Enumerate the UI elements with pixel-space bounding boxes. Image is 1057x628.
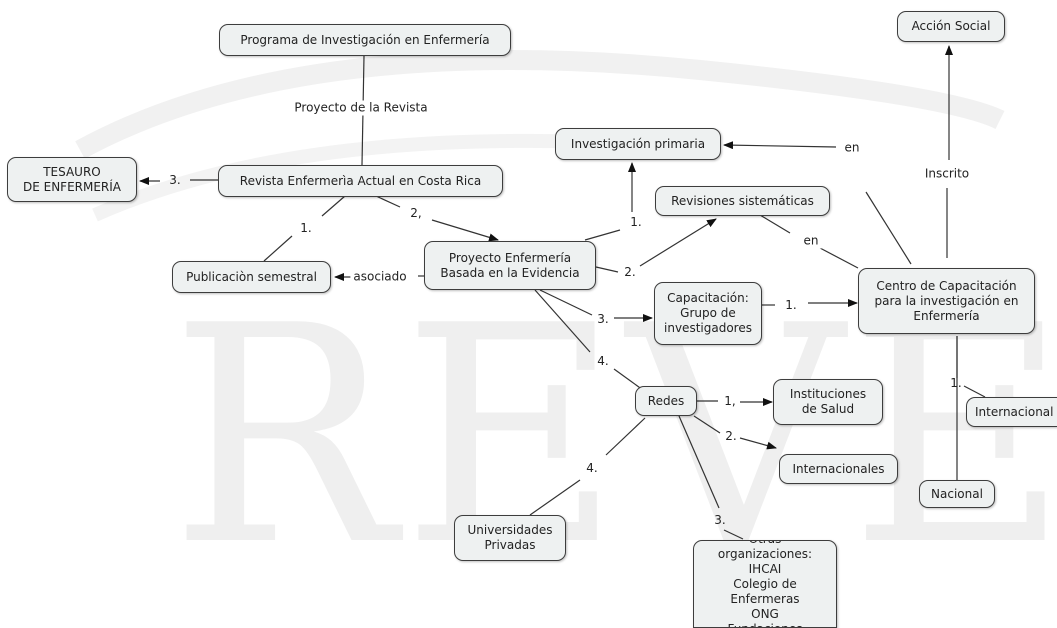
- label-en-revisiones: en: [800, 233, 822, 249]
- link-centro-primaria-a: [865, 191, 912, 265]
- link-label-proy-primaria: 1.: [630, 215, 642, 229]
- link-label-rev-publicacion: 1.: [300, 221, 312, 235]
- link-label-rev-tesauro: 3.: [169, 173, 181, 187]
- link-label-proy-capacitacion: 3.: [597, 312, 609, 326]
- node-universidades[interactable]: Universidades Privadas: [454, 515, 566, 561]
- link-centro-rev-a: [819, 247, 859, 269]
- node-revisiones[interactable]: Revisiones sistemáticas: [655, 186, 830, 216]
- link-redes-otras-b: [723, 529, 744, 540]
- link-revista-pub-b: [263, 235, 293, 262]
- node-capacitacion[interactable]: Capacitación: Grupo de investigadores: [654, 282, 762, 345]
- link-label-rev-proyecto: 2,: [410, 206, 422, 220]
- link-redes-intl-a: [693, 415, 721, 434]
- link-redes-otras-a: [678, 415, 720, 509]
- link-label-redes-instituciones: 1,: [724, 394, 736, 408]
- link-redes-intl-b: [739, 437, 777, 450]
- node-programa[interactable]: Programa de Investigación en Enfermería: [219, 24, 511, 56]
- link-revista-proy-a: [375, 195, 401, 208]
- node-otras-organizaciones[interactable]: Otras organizaciones: IHCAI Colegio de E…: [693, 540, 837, 628]
- link-label-proy-redes: 4.: [597, 354, 609, 368]
- link-label-redes-otras: 3.: [714, 513, 726, 527]
- node-centro[interactable]: Centro de Capacitación para la investiga…: [858, 268, 1035, 334]
- label-inscrito: Inscrito: [921, 166, 973, 182]
- link-revista-proy-b: [431, 219, 499, 242]
- label-proyecto-revista: Proyecto de la Revista: [291, 100, 431, 116]
- node-publicacion[interactable]: Publicaciòn semestral: [172, 261, 331, 293]
- link-label-redes-universidades: 4.: [586, 461, 598, 475]
- link-redes-univ-a: [605, 417, 646, 456]
- node-redes[interactable]: Redes: [635, 386, 697, 416]
- link-proy-cap-a: [539, 289, 593, 316]
- node-proyecto[interactable]: Proyecto Enfermería Basada en la Evidenc…: [424, 241, 596, 290]
- link-label-cap-centro: 1.: [785, 298, 797, 312]
- node-nacional[interactable]: Nacional: [919, 480, 995, 508]
- node-accion-social[interactable]: Acción Social: [897, 11, 1005, 42]
- node-internacional[interactable]: Internacional: [966, 397, 1057, 427]
- node-investigacion-primaria[interactable]: Investigación primaria: [555, 128, 721, 160]
- node-revista[interactable]: Revista Enfermerìa Actual en Costa Rica: [218, 165, 503, 197]
- link-label-centro-internacional: 1.: [950, 376, 962, 390]
- link-proy-redes-a: [534, 289, 591, 353]
- link-redes-univ-b: [529, 479, 581, 516]
- link-proy-rev-a: [595, 266, 619, 273]
- label-asociado: asociado: [350, 269, 410, 285]
- node-instituciones[interactable]: Instituciones de Salud: [773, 379, 883, 425]
- label-en-primaria: en: [841, 140, 863, 156]
- link-centro-primaria-b: [723, 141, 837, 150]
- link-revista-pub-a: [321, 195, 346, 217]
- node-tesauro[interactable]: TESAURO DE ENFERMERÍA: [7, 157, 137, 202]
- link-centro-intl-b: [963, 385, 986, 398]
- link-label-redes-internacionales: 2.: [725, 429, 737, 443]
- link-centro-rev-b: [759, 214, 791, 234]
- node-internacionales[interactable]: Internacionales: [779, 454, 898, 484]
- link-label-proy-revisiones: 2.: [624, 265, 636, 279]
- link-proy-primaria-a: [584, 229, 621, 241]
- link-proy-rev-b: [639, 218, 717, 267]
